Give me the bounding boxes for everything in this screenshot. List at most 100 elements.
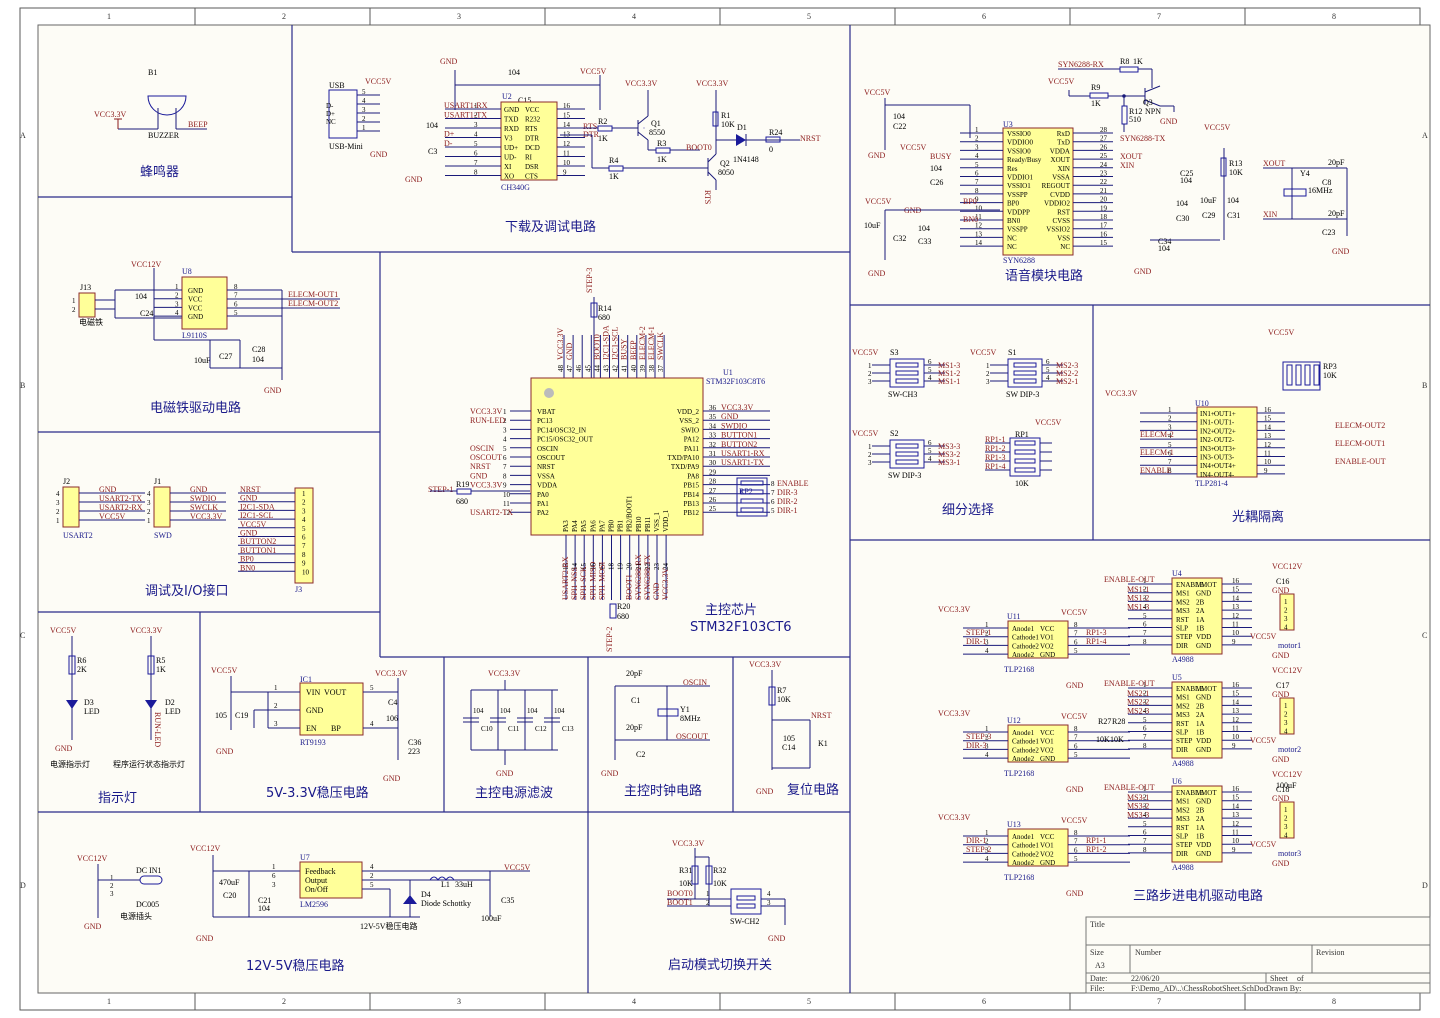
- motor-pin-number: 2: [1284, 815, 1288, 823]
- u10-pin-name: OUT1-: [1214, 419, 1235, 427]
- syn-pin-number: 18: [1100, 213, 1108, 221]
- j3-connector: [294, 487, 314, 584]
- syn-pin-name: VSSIO1: [1007, 182, 1031, 190]
- rts-net: RTS: [583, 122, 597, 131]
- zone-column-label: 3: [457, 997, 461, 1006]
- mcu-net: SYN6288-TX: [643, 554, 652, 600]
- syn-pin-name: REGOUT: [1042, 182, 1071, 190]
- c19-value: 105: [215, 711, 227, 720]
- dcin-label: 电源插头: [120, 911, 152, 921]
- a4988-pin-name: GND: [1196, 798, 1211, 806]
- mcu-pin-number: 46: [575, 365, 583, 373]
- c22-ref: C22: [893, 122, 906, 131]
- s3-net: MS1-1: [938, 377, 960, 386]
- ch340-pin-number: 1: [474, 102, 478, 110]
- d1-diode-icon: [736, 134, 746, 146]
- tlp2168-ref: U13: [1007, 820, 1021, 829]
- bn0-net: BN0: [963, 215, 978, 224]
- a4988-pin-number: 5: [1143, 820, 1147, 828]
- filter-gnd: GND: [496, 769, 514, 778]
- mcu-pin-number: 25: [709, 505, 717, 513]
- mcu-net: SPI1-MOSI: [597, 561, 606, 600]
- zone-column-label: 2: [282, 997, 286, 1006]
- file-label: File:: [1090, 984, 1105, 993]
- j2-net: USART2-RX: [99, 503, 143, 512]
- syn-pin-name: NC: [1060, 243, 1070, 251]
- rp2-net: DIR-2: [777, 497, 797, 506]
- a4988-pin-number: 5: [1143, 612, 1147, 620]
- c23-ref: C23: [1322, 228, 1335, 237]
- tlp-out-net: RP1-2: [1086, 845, 1106, 854]
- syn-pin-name: NC: [1007, 234, 1017, 242]
- motor-pin-number: 1: [1284, 806, 1288, 814]
- boot-vcc-net: VCC3.3V: [672, 839, 704, 848]
- u7-pin: 2: [370, 872, 374, 880]
- pin: 2: [868, 370, 872, 378]
- u10-out3-net: ELECM-OUT1: [1335, 439, 1385, 448]
- dcin-vcc-net: VCC12V: [77, 854, 107, 863]
- mcu-pin-number: 19: [617, 563, 625, 571]
- mcu-pin-name: VDD_2: [677, 408, 700, 416]
- j3-pin-number: 10: [302, 568, 310, 576]
- l1-inductor-icon: [429, 876, 455, 881]
- a4988-pin-name: VDD: [1196, 737, 1211, 745]
- zone-column-label: 5: [807, 12, 811, 21]
- voice-title: 语音模块电路: [1005, 268, 1083, 284]
- mcu-net: USART1-RX: [721, 449, 765, 458]
- mcu-net: SWDIO: [721, 421, 747, 430]
- syn-pin-name: VSS: [1057, 234, 1070, 242]
- mcu-pin-number: 3: [503, 426, 507, 434]
- u7-pin-name: Feedback: [305, 867, 336, 876]
- u10-pin-number: 9: [1264, 467, 1268, 475]
- syn-pin-name: VSSA: [1052, 174, 1070, 182]
- u7-pin-name: On/Off: [305, 885, 328, 894]
- mcu-pin-name: PC13: [537, 417, 553, 425]
- motor-label: motor3: [1278, 849, 1301, 858]
- motor-pin-number: 4: [1284, 728, 1288, 736]
- r20-ref: R20: [617, 602, 630, 611]
- a4988-pin-number: 14: [1232, 594, 1240, 602]
- u10-ref: U10: [1195, 399, 1209, 408]
- mcu-pin-number: 12: [503, 509, 511, 517]
- r6-value: 2K: [77, 665, 87, 674]
- u10-pin-name: IN4+: [1200, 462, 1215, 470]
- syn-pin-name: Res: [1007, 165, 1018, 173]
- zone-column-label: 1: [107, 12, 111, 21]
- mcu-net: I2C1-SCL: [611, 327, 620, 360]
- mcu-net: USART2-TX: [470, 508, 513, 517]
- syn-pin-number: 22: [1100, 178, 1108, 186]
- motor-label: motor2: [1278, 745, 1301, 754]
- dcin-part: DC005: [136, 900, 159, 909]
- mcu-net: BUSY: [620, 338, 629, 360]
- u8-part: L9110S: [182, 331, 207, 340]
- j13-ref: J13: [80, 283, 91, 292]
- a4988-pin-number: 1: [1143, 577, 1147, 585]
- usb-pin-number: 5: [362, 88, 366, 96]
- a4988-ref: U6: [1172, 777, 1182, 786]
- filter-cap-value: 104: [500, 707, 511, 715]
- r12-value: 510: [1129, 115, 1141, 124]
- xout-net: XOUT: [1120, 152, 1142, 161]
- c3-value: 104: [426, 121, 438, 130]
- ch340-pin-number: 7: [474, 159, 478, 167]
- mcu-ref: U1: [723, 368, 733, 377]
- ic1-pin: 2: [274, 702, 278, 710]
- r28-value: 10K: [1110, 735, 1124, 744]
- vcc12-net: VCC12V: [1272, 666, 1302, 675]
- boot-switch[interactable]: [730, 888, 762, 915]
- led-section: VCC5V VCC3.3V R6 2K R5 1K D3 LED D2 LED …: [50, 626, 185, 806]
- dcin-pin: 1: [110, 874, 114, 882]
- zone-column-label: 4: [632, 12, 636, 21]
- c4-ref: C4: [388, 698, 397, 707]
- tlp-pin-number: 2: [985, 734, 989, 742]
- syn-pin-name: VDDIO1: [1007, 174, 1034, 182]
- zone-row-label: B: [1422, 381, 1427, 390]
- u8-pin-number: 3: [175, 300, 179, 308]
- d3-ref: D3: [84, 698, 94, 707]
- j3-net: I2C1-SCL: [240, 511, 273, 520]
- ch340-pin-number: 9: [563, 169, 567, 177]
- tlp-pin-name: Cathode2: [1012, 850, 1039, 858]
